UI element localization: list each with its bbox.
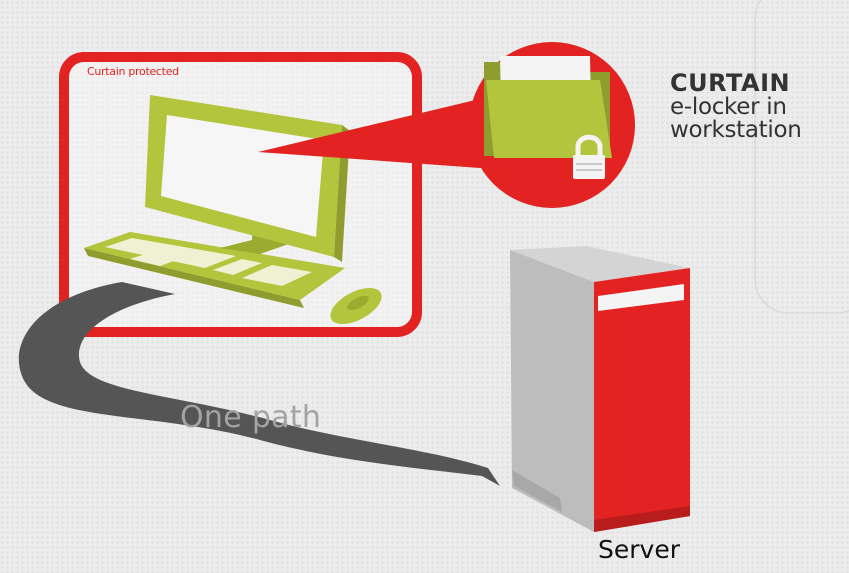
path-ribbon	[18, 282, 501, 486]
brand-subtitle-line-2: workstation	[670, 117, 802, 143]
server-tower-icon	[510, 246, 690, 532]
padlock-icon	[573, 134, 605, 179]
side-panel	[754, 0, 849, 314]
brand-subtitle-line-1: e-locker in	[670, 94, 787, 120]
path-label: One path	[180, 400, 322, 435]
computer-monitor-icon	[145, 95, 350, 262]
brand-block: CURTAIN e-locker in workstation	[670, 70, 802, 142]
brand-name: CURTAIN	[670, 69, 791, 97]
protected-zone-label: Curtain protected	[87, 65, 179, 78]
server-label: Server	[598, 535, 680, 564]
callout-beam	[258, 96, 508, 170]
keyboard-icon	[84, 232, 345, 308]
mouse-icon	[330, 287, 382, 325]
